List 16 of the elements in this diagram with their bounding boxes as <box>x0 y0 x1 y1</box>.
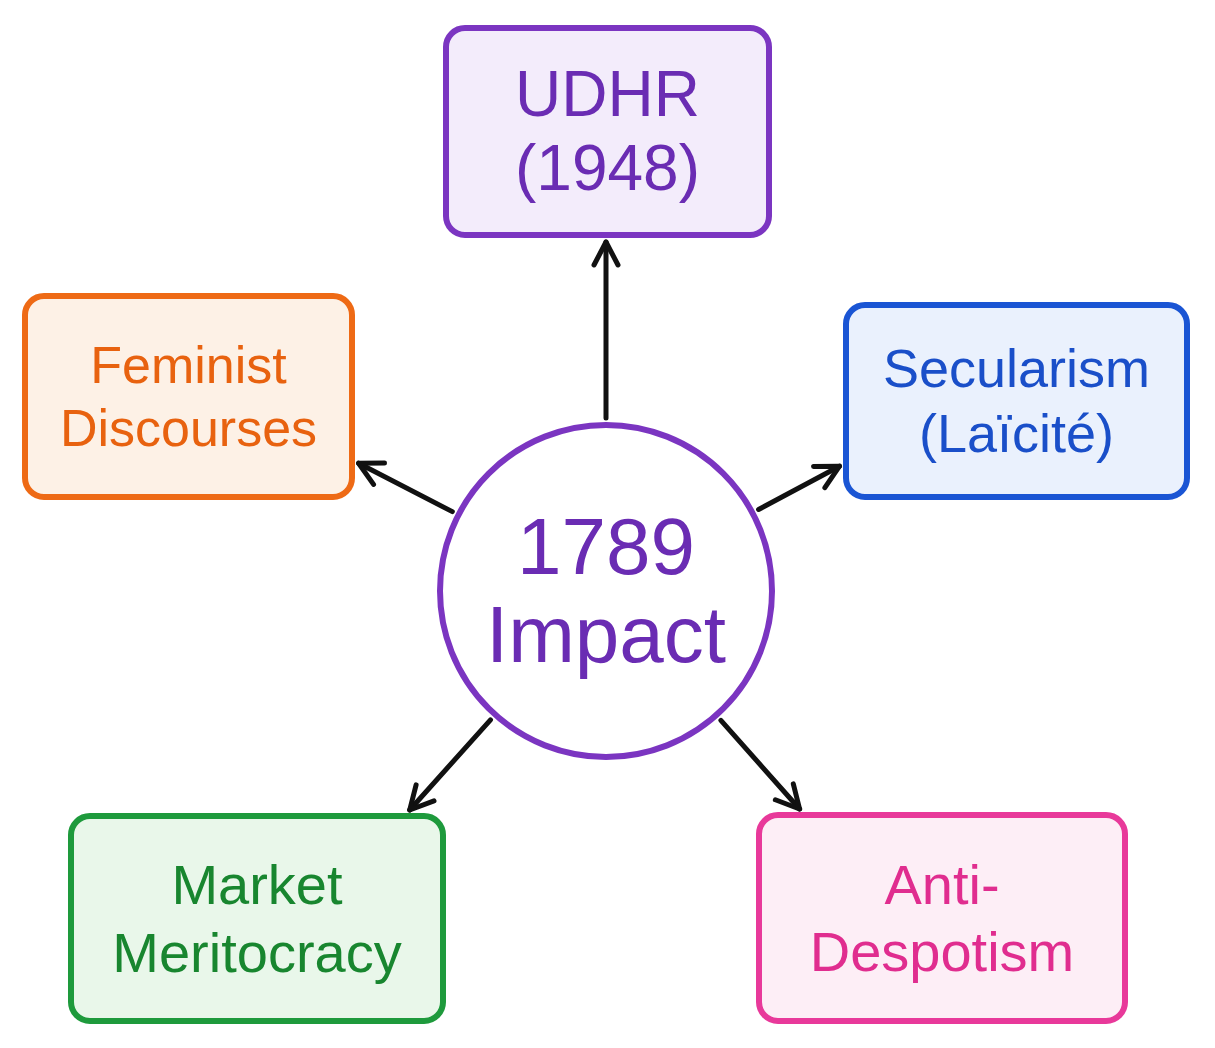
arrow <box>756 463 842 512</box>
node-label: Anti- Despotism <box>808 851 1076 985</box>
node-label: UDHR (1948) <box>514 57 701 206</box>
arrow <box>407 717 493 813</box>
topic-box <box>443 25 772 238</box>
node-label: Secularism (Laïcité) <box>881 337 1152 465</box>
arrow <box>591 239 621 421</box>
arrow <box>356 460 455 515</box>
topic-box <box>756 812 1128 1024</box>
node-label: Market Meritocracy <box>111 852 403 986</box>
topic-box <box>68 813 446 1024</box>
topic-box <box>843 302 1190 500</box>
arrow <box>718 717 803 812</box>
node-label: 1789 Impact <box>484 503 728 679</box>
topic-box <box>22 293 355 500</box>
node-label: Feminist Discourses <box>58 335 319 459</box>
